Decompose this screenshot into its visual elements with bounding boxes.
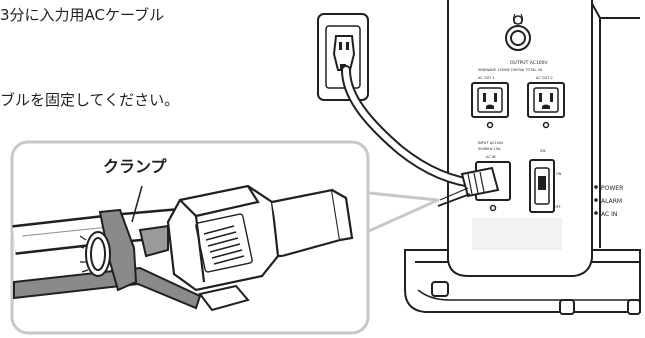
switch-label: SW [540,149,546,153]
clamp-tail [198,284,250,312]
indicator-alarm: ALARM [601,198,622,205]
cable-collar [77,231,111,277]
ac-in-label: AC IN [486,155,496,159]
input-sub: 50/60Hz 15A [478,147,501,151]
input-header: INPUT AC100V [478,141,504,145]
instruction-line-1: 3分に入力用ACケーブル [0,6,165,24]
clamp-strap [13,208,202,310]
breaker-switch [529,159,555,213]
iec-connector [166,184,354,292]
outlet-1 [471,82,509,129]
outlet2-label: AC OUT 2 [536,76,553,80]
indicator-ac-in: AC IN [601,211,617,218]
outlet-2 [527,82,565,129]
output-sub: SINEWAVE 1500W 1500VA TOTAL 3A [478,68,543,72]
output-header: OUTPUT AC100V [510,60,549,66]
outlet1-label: AC OUT 1 [478,76,495,80]
power-unit [404,0,641,315]
switch-off-label: OFF [554,205,561,209]
indicators: POWER ALARM AC IN [594,185,623,218]
switch-on-label: ON [556,172,562,176]
instruction-line-2: ブルを固定してください。 [0,91,180,109]
callout-leader-line [131,185,143,223]
wall-plug [332,35,356,71]
indicator-power: POWER [601,185,623,192]
callout-clamp-label: クランプ [103,157,168,176]
power-button [505,13,531,51]
ac-in-plug [437,166,500,207]
label-panel [472,218,562,250]
